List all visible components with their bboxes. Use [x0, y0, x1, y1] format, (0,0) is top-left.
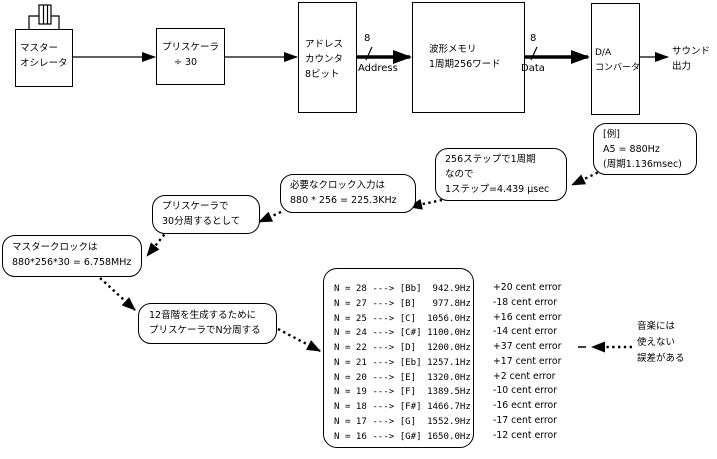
table-row: N = 25 ---> [C] 1056.0Hz	[334, 313, 471, 324]
cent-error: -12 cent error	[493, 429, 557, 441]
cent-error: -18 cent error	[493, 296, 557, 308]
cent-error: -17 cent error	[493, 414, 557, 426]
block-label: ÷ 30	[174, 57, 198, 68]
block-label: カウンタ	[305, 54, 344, 65]
twelve-tone-note: 12音階を生成するために プリスケーラでN分周する	[138, 303, 277, 344]
table-row: N = 28 ---> [Bb] 942.9Hz	[334, 284, 471, 294]
table-row: N = 20 ---> [E] 1320.0Hz	[334, 372, 471, 383]
table-row: N = 16 ---> [G#] 1650.0Hz	[334, 431, 471, 442]
table-row: N = 24 ---> [C#] 1100.0Hz	[334, 328, 471, 339]
prescaler-block: プリスケーラ ÷ 30	[156, 28, 225, 85]
clock-input-note: 必要なクロック入力は 880 * 256 = 225.3KHz	[280, 174, 416, 213]
address-bus-name-label: Address	[358, 63, 398, 74]
block-label: 1周期256ワード	[429, 59, 501, 70]
frequency-table: N = 28 ---> [Bb] 942.9Hz N = 27 ---> [B]…	[323, 268, 474, 448]
table-row: N = 22 ---> [D] 1200.0Hz	[334, 343, 471, 353]
block-label: 波形メモリ	[429, 44, 477, 55]
block-label: アドレス	[305, 39, 344, 50]
cent-error: -14 cent error	[493, 326, 557, 338]
data-bus-tick	[530, 46, 538, 61]
address-bus-tick	[365, 46, 373, 61]
data-bus-name-label: Data	[521, 63, 545, 74]
table-row: N = 19 ---> [F] 1389.5Hz	[334, 387, 471, 398]
step-note: 256ステップで1周期 なので 1ステップ=4.439 μsec	[435, 148, 567, 201]
da-converter-block: D/A コンバータ	[591, 3, 640, 115]
cent-error: +20 cent error	[493, 282, 562, 293]
twelvetone-to-table-arrow	[277, 327, 321, 353]
cent-error: +17 cent error	[493, 355, 562, 367]
table-row: N = 17 ---> [G] 1552.9Hz	[334, 416, 471, 427]
block-label: D/A	[595, 48, 612, 58]
masterclock-to-twelvetone-arrow	[99, 277, 136, 311]
table-row: N = 27 ---> [B] 977.8Hz	[334, 298, 471, 309]
cent-error: -16 ecnt error	[493, 400, 557, 411]
example-note: [例] A5 = 880Hz (周期1.136msec)	[593, 123, 697, 175]
address-counter-block: アドレス カウンタ 8ビット	[298, 2, 357, 113]
cent-error-column: +20 cent error -18 cent error +16 cent e…	[493, 281, 561, 443]
waveform-memory-block: 波形メモリ 1周期256ワード	[412, 2, 525, 113]
data-bus-width-label: 8	[530, 33, 537, 44]
block-label: プリスケーラ	[162, 42, 220, 53]
address-bus-width-label: 8	[364, 33, 371, 44]
crystal-icon	[28, 4, 60, 29]
cent-error: -10 cent error	[493, 385, 557, 397]
block-label: マスター	[20, 43, 59, 54]
block-label: 8ビット	[305, 69, 340, 80]
table-row: N = 18 ---> [F#] 1466.7Hz	[334, 402, 471, 412]
cent-error: +2 cent error	[493, 370, 556, 382]
block-label: コンバータ	[595, 63, 641, 73]
clockinput-to-div30-arrow	[258, 210, 282, 224]
table-row: N = 21 ---> [Eb] 1257.1Hz	[334, 357, 471, 368]
cent-error: +37 cent error	[493, 341, 562, 352]
master-oscillator-block: マスター オシレータ	[15, 29, 73, 87]
sound-output-label: サウンド 出力	[672, 46, 711, 72]
block-label: オシレータ	[20, 58, 68, 69]
music-warning-label: 音楽には 使えない 誤差がある	[637, 321, 685, 364]
prescaler-div-note: プリスケーラで 30分周するとして	[152, 195, 260, 234]
cent-error: +16 cent error	[493, 311, 562, 323]
master-clock-note: マスタークロックは 880*256*30 = 6.758MHz	[2, 235, 142, 277]
